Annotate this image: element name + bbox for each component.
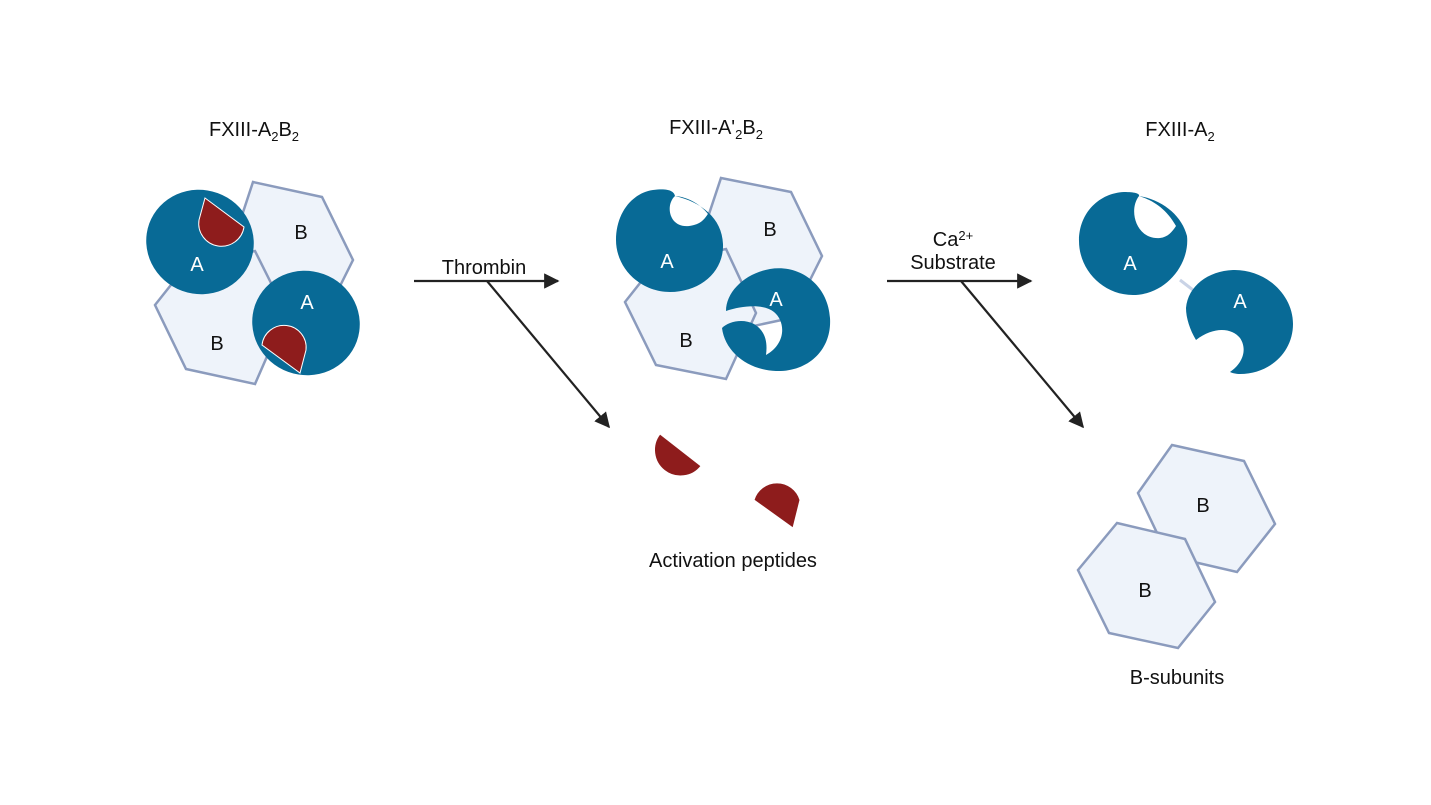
a-subunit [1079,192,1188,295]
a-label: A [190,254,204,276]
b-label: B [1138,580,1151,602]
calcium-label: Ca2+ [932,228,974,251]
b-label: B [763,219,776,241]
a-subunit [1186,269,1293,374]
b-subunits: B B [1076,443,1277,650]
calcium-arrows [887,273,1084,429]
activation-peptide [198,197,245,247]
stage2-complex: B B A A [616,176,831,381]
a-subunit [722,268,831,372]
b-subunits-label: B-subunits [1129,667,1225,689]
b-label: B [679,330,692,352]
thrombin-label: Thrombin [441,257,527,279]
calcium-substrate-label: Ca2+ Substrate [910,228,996,275]
b-subunit-hexagon [1076,521,1217,650]
stage2-title: FXIII-A'2B2 [669,117,763,142]
a-dimer-link [1179,278,1194,292]
activation-peptide [753,482,801,529]
b-label: B [1196,495,1209,517]
b-release-arrow [960,280,1084,429]
stage1-title: FXIII-A2B2 [208,119,300,144]
activation-peptide [654,433,702,477]
activation-peptides-label: Activation peptides [649,550,817,572]
thrombin-arrows [414,273,610,429]
a-label: A [660,251,674,273]
a-label: A [1233,291,1247,313]
peptide-release-arrow [486,280,610,429]
a-subunit [616,189,724,292]
substrate-label: Substrate [910,252,996,274]
b-label: B [210,333,223,355]
stage3-title: FXIII-A2 [1145,119,1215,144]
activation-peptide [261,324,307,374]
b-label: B [294,222,307,244]
stage3-dimer: A A [1079,192,1293,374]
activation-peptides [654,433,801,529]
a-label: A [1123,253,1137,275]
a-label: A [769,289,783,311]
a-label: A [300,292,314,314]
stage1-complex: B B A A [146,180,360,386]
